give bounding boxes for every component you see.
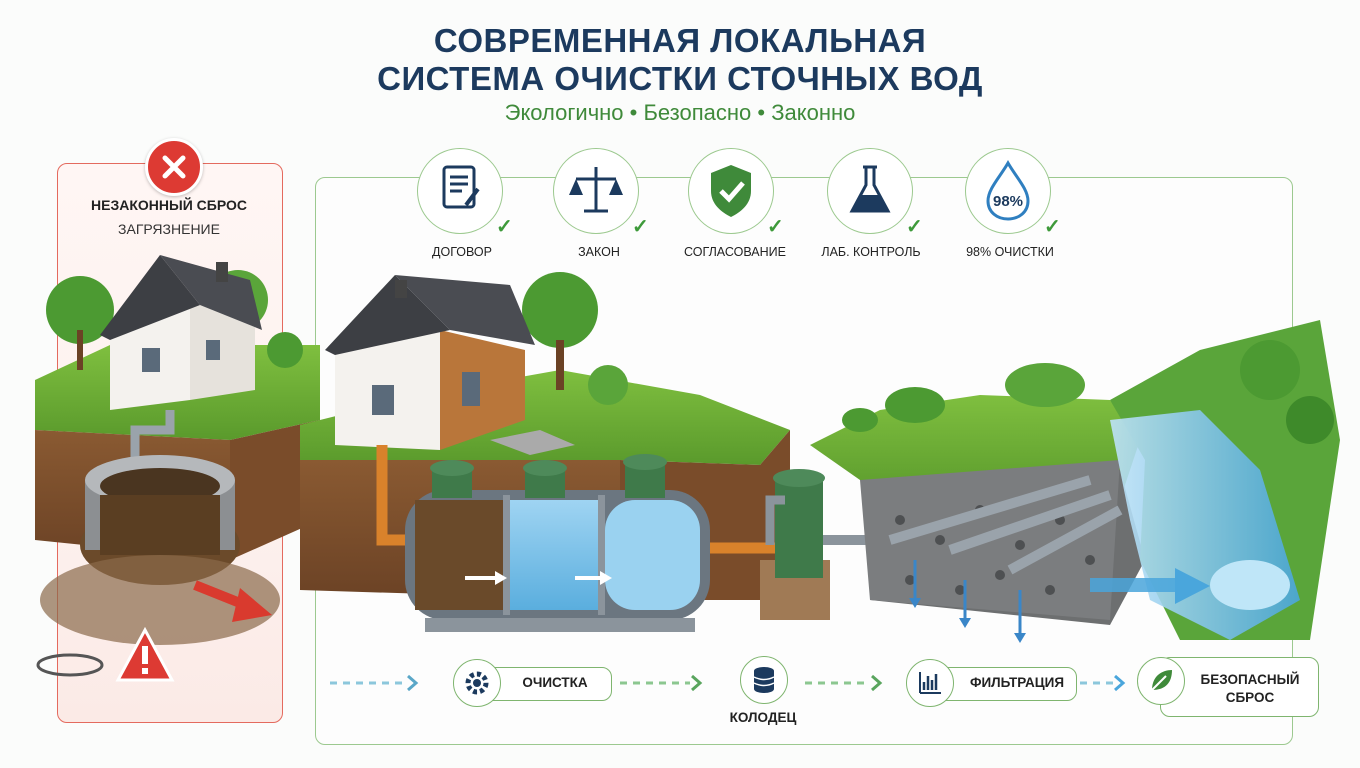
check-icon: ✓: [1044, 216, 1061, 238]
cross-icon: [145, 138, 203, 196]
filtration-scene: [810, 363, 1145, 643]
page-title-line2: СИСТЕМА ОЧИСТКИ СТОЧНЫХ ВОД: [377, 60, 983, 97]
stream-scene: [1090, 320, 1340, 640]
law-badge: [553, 148, 639, 234]
check-icon: ✓: [632, 216, 649, 238]
illegal-house-scene: [35, 255, 320, 682]
badge-label-law: ЗАКОН: [578, 245, 620, 259]
lab-control-badge: [827, 148, 913, 234]
badge-label-approval: СОГЛАСОВАНИЕ: [684, 245, 786, 259]
badge-label-purification: 98% ОЧИСТКИ: [966, 245, 1054, 259]
chart-icon: [906, 659, 954, 707]
purification-badge: 98%: [965, 148, 1051, 234]
shield-check-icon: [711, 165, 751, 217]
main-house-scene: [300, 272, 890, 632]
step-label-well: КОЛОДЕЦ: [729, 710, 797, 725]
warning-icon: [115, 626, 175, 682]
page-subtitle: Экологично • Безопасно • Законно: [504, 100, 856, 125]
badge-label-contract: ДОГОВОР: [432, 245, 492, 259]
document-icon: [442, 165, 480, 209]
contract-badge: [417, 148, 503, 234]
scales-icon: [569, 167, 623, 213]
step-safe-discharge: [1160, 657, 1319, 717]
step-label-safe-discharge-2: СБРОС: [1225, 690, 1275, 705]
gear-icon: [453, 659, 501, 707]
approval-badge: [688, 148, 774, 234]
illegal-discharge-subtitle: ЗАГРЯЗНЕНИЕ: [118, 221, 220, 237]
illegal-discharge-title: НЕЗАКОННЫЙ СБРОС: [91, 197, 247, 213]
database-icon: [740, 656, 788, 704]
step-label-purification: ОЧИСТКА: [522, 675, 588, 690]
water-drop-icon: 98%: [986, 159, 1030, 221]
leaf-icon: [1137, 657, 1185, 705]
flask-icon: [849, 165, 891, 213]
check-icon: ✓: [906, 216, 923, 238]
flow-arrows: [330, 674, 1126, 692]
purification-value: 98%: [993, 193, 1023, 210]
check-icon: ✓: [496, 216, 513, 238]
badge-label-lab-control: ЛАБ. КОНТРОЛЬ: [821, 245, 921, 259]
check-icon: ✓: [767, 216, 784, 238]
step-label-safe-discharge-1: БЕЗОПАСНЫЙ: [1200, 672, 1300, 687]
page-title-line1: СОВРЕМЕННАЯ ЛОКАЛЬНАЯ: [433, 22, 927, 59]
step-label-filtration: ФИЛЬТРАЦИЯ: [969, 675, 1065, 690]
